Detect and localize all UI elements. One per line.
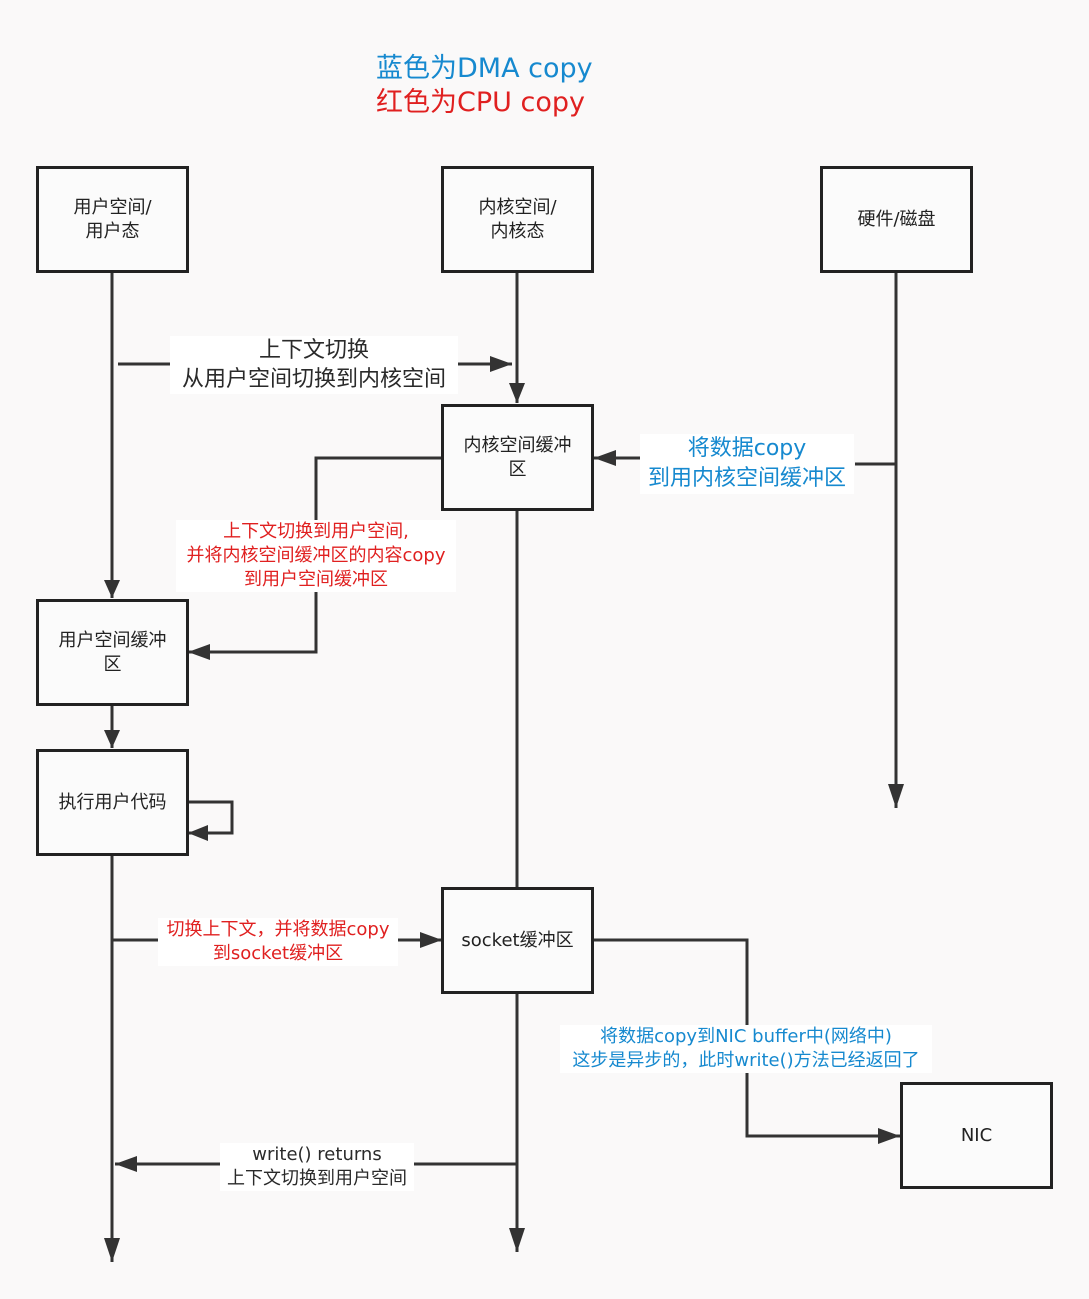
label-cpu-to-user-line3: 到用户空间缓冲区 [244, 569, 388, 590]
label-context-switch-line1: 上下文切换 [258, 338, 369, 363]
arrowhead-context-switch [490, 356, 512, 372]
node-hardware-label: 硬件/磁盘 [857, 208, 936, 230]
node-kernel-buffer-line1: 内核空间缓冲 [463, 434, 572, 456]
label-cpu-to-socket-line2: 到socket缓冲区 [212, 943, 344, 964]
label-cpu-to-socket: 切换上下文，并将数据copy 到socket缓冲区 [158, 918, 398, 966]
arrowhead-cpu-to-user [188, 644, 210, 660]
node-user-space-line2: 用户态 [85, 220, 140, 242]
node-user-buffer-line2: 区 [103, 653, 122, 675]
node-socket-buffer: socket缓冲区 [441, 887, 594, 994]
node-exec-user-code: 执行用户代码 [36, 749, 189, 856]
arrowhead-kernel-end [509, 1228, 525, 1252]
arrowhead-self-loop [188, 825, 208, 841]
label-write-returns-line2: 上下文切换到用户空间 [227, 1168, 407, 1189]
label-context-switch-line2: 从用户空间切换到内核空间 [181, 367, 446, 392]
node-user-space-line1: 用户空间/ [73, 196, 152, 218]
node-user-buffer: 用户空间缓冲区 [36, 599, 189, 706]
label-write-returns: write() returns 上下文切换到用户空间 [220, 1143, 414, 1191]
arrowhead-cpu-to-socket [420, 932, 442, 948]
label-cpu-to-user: 上下文切换到用户空间, 并将内核空间缓冲区的内容copy 到用户空间缓冲区 [176, 520, 456, 592]
node-user-buffer-line1: 用户空间缓冲 [58, 629, 167, 651]
legend-dma: 蓝色为DMA copy [376, 53, 593, 84]
arrowhead-dma-to-kernel [594, 450, 616, 466]
node-kernel-space-line2: 内核态 [490, 220, 545, 242]
arrowhead-hardware-end [888, 784, 904, 808]
legend-cpu: 红色为CPU copy [376, 87, 585, 118]
arrowhead-exec-code [104, 730, 120, 748]
node-hardware: 硬件/磁盘 [820, 166, 973, 273]
arrowhead-kernel-buffer [509, 383, 525, 403]
label-dma-to-nic: 将数据copy到NIC buffer中(网络中) 这步是异步的，此时write(… [560, 1025, 932, 1073]
arrowhead-user-end [104, 1238, 120, 1262]
label-cpu-to-user-line2: 并将内核空间缓冲区的内容copy [186, 545, 446, 566]
label-dma-to-nic-line1: 将数据copy到NIC buffer中(网络中) [600, 1026, 892, 1047]
label-write-returns-line1: write() returns [252, 1144, 382, 1165]
label-dma-to-kernel: 将数据copy 到用内核空间缓冲区 [640, 434, 854, 494]
node-kernel-space-line1: 内核空间/ [478, 196, 557, 218]
node-kernel-buffer: 内核空间缓冲区 [441, 404, 594, 511]
node-nic: NIC [900, 1082, 1053, 1189]
node-exec-user-code-label: 执行用户代码 [58, 791, 167, 813]
arrowhead-write-returns [115, 1156, 137, 1172]
arrowhead-dma-to-nic [878, 1128, 900, 1144]
label-dma-to-kernel-line1: 将数据copy [687, 436, 807, 461]
node-socket-buffer-label: socket缓冲区 [461, 929, 574, 951]
label-cpu-to-socket-line1: 切换上下文，并将数据copy [166, 919, 390, 940]
node-kernel-space: 内核空间/内核态 [441, 166, 594, 273]
label-dma-to-nic-line2: 这步是异步的，此时write()方法已经返回了 [572, 1050, 920, 1071]
label-context-switch: 上下文切换 从用户空间切换到内核空间 [170, 336, 458, 394]
node-user-space: 用户空间/用户态 [36, 166, 189, 273]
node-kernel-buffer-line2: 区 [508, 458, 527, 480]
label-cpu-to-user-line1: 上下文切换到用户空间, [223, 521, 409, 542]
label-dma-to-kernel-line2: 到用内核空间缓冲区 [647, 466, 846, 491]
arrowhead-user-buffer [104, 580, 120, 598]
node-nic-label: NIC [960, 1124, 993, 1146]
edge-self-loop [188, 800, 234, 835]
